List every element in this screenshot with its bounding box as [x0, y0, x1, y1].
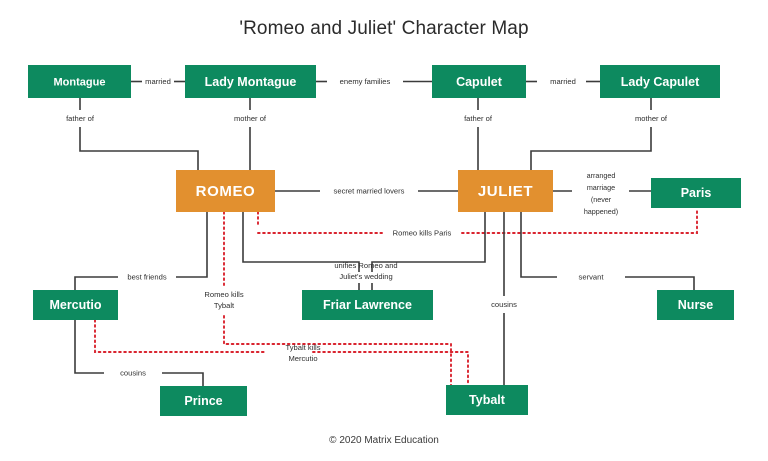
edge-label-romeo-kills-tybalt-line2: Tybalt — [214, 301, 235, 310]
edge-label-arranged-marriage-line4: happened) — [584, 207, 618, 216]
edge-tybalt-kills-mercutio-right — [312, 351, 469, 386]
edge-group-cousins-mercutio-prince: cousins — [74, 320, 204, 386]
edge-label-cousins-juliet-tybalt: cousins — [491, 300, 517, 309]
edge-group-juliet-paris: arranged marriage (never happened) — [553, 171, 651, 216]
node-montague-label: Montague — [54, 76, 106, 88]
edge-servant-right — [625, 276, 695, 290]
node-capulet[interactable]: Capulet — [432, 65, 526, 98]
node-nurse[interactable]: Nurse — [657, 290, 734, 320]
edge-label-married-montague: married — [145, 77, 171, 86]
edge-label-mother-of-romeo: mother of — [234, 114, 267, 123]
edge-label-secret-married-lovers: secret married lovers — [334, 187, 405, 196]
node-romeo-label: ROMEO — [196, 183, 256, 200]
node-lady-capulet-label: Lady Capulet — [621, 75, 700, 89]
edge-label-arranged-marriage-line3: (never — [591, 195, 612, 204]
edge-group-servant: servant — [520, 212, 695, 290]
edge-group-romeo-juliet: secret married lovers — [275, 187, 458, 196]
edge-romeo-kills-paris-right-run — [461, 207, 698, 234]
node-lady-montague-label: Lady Montague — [205, 75, 297, 89]
node-capulet-rect[interactable] — [432, 65, 526, 98]
edge-cousins-prince-left — [74, 320, 104, 374]
node-prince-label: Prince — [184, 394, 222, 408]
edge-group-cousins-juliet-tybalt: cousins — [491, 212, 517, 385]
edge-label-arranged-marriage-line2: marriage — [587, 183, 615, 192]
node-nurse-rect[interactable] — [657, 290, 734, 320]
node-friar-lawrence-label: Friar Lawrence — [323, 298, 412, 312]
node-montague-rect[interactable] — [28, 65, 131, 98]
edge-label-unifies-line1: unifies Romeo and — [334, 261, 397, 270]
edge-label-tybalt-kills-mercutio-line1: Tybalt kills — [285, 343, 320, 352]
edge-label-father-of-romeo: father of — [66, 114, 95, 123]
node-montague[interactable]: Montague — [28, 65, 131, 98]
node-romeo[interactable]: ROMEO — [176, 170, 275, 212]
edge-group-parentage: father of mother of father of mother of — [66, 98, 668, 170]
page-title: 'Romeo and Juliet' Character Map — [239, 18, 528, 39]
node-juliet[interactable]: JULIET — [458, 170, 553, 212]
node-friar-lawrence[interactable]: Friar Lawrence — [302, 290, 433, 320]
node-lady-capulet[interactable]: Lady Capulet — [600, 65, 720, 98]
edge-label-tybalt-kills-mercutio-line2: Mercutio — [288, 354, 317, 363]
node-paris-rect[interactable] — [651, 178, 741, 208]
copyright-footer: © 2020 Matrix Education — [329, 435, 439, 446]
edge-group-romeo-kills-tybalt: Romeo kills Tybalt — [204, 211, 452, 386]
edge-label-father-of-juliet: father of — [464, 114, 493, 123]
edge-best-friends-right — [176, 212, 208, 278]
node-prince[interactable]: Prince — [160, 386, 247, 416]
node-mercutio-label: Mercutio — [49, 298, 101, 312]
edge-best-friends-left — [74, 276, 118, 290]
edge-romeo-friar — [242, 212, 360, 272]
edge-label-romeo-kills-paris: Romeo kills Paris — [393, 229, 452, 238]
edge-romeo-kills-tybalt-lower — [223, 315, 452, 386]
edge-juliet-friar — [371, 212, 486, 272]
edge-label-arranged-marriage-line1: arranged — [587, 171, 616, 180]
node-friar-lawrence-rect[interactable] — [302, 290, 433, 320]
node-lady-montague[interactable]: Lady Montague — [185, 65, 316, 98]
edge-label-unifies-line2: Juliet's wedding — [339, 272, 392, 281]
node-paris[interactable]: Paris — [651, 178, 741, 208]
node-paris-label: Paris — [681, 186, 712, 200]
edge-group-top-row: married enemy families married — [131, 77, 600, 86]
node-mercutio-rect[interactable] — [33, 290, 118, 320]
edge-mother-juliet-seg2 — [530, 127, 652, 170]
node-mercutio[interactable]: Mercutio — [33, 290, 118, 320]
node-romeo-rect[interactable] — [176, 170, 275, 212]
node-lady-montague-rect[interactable] — [185, 65, 316, 98]
edge-tybalt-kills-mercutio-left — [94, 319, 266, 353]
node-tybalt-rect[interactable] — [446, 385, 528, 415]
node-juliet-rect[interactable] — [458, 170, 553, 212]
node-prince-rect[interactable] — [160, 386, 247, 416]
node-tybalt-label: Tybalt — [469, 393, 506, 407]
edge-label-romeo-kills-tybalt-line1: Romeo kills — [204, 290, 243, 299]
edge-group-tybalt-kills-mercutio: Tybalt kills Mercutio — [94, 319, 469, 386]
edge-group-best-friends: best friends — [74, 212, 208, 290]
edge-label-married-capulet: married — [550, 77, 576, 86]
node-lady-capulet-rect[interactable] — [600, 65, 720, 98]
node-tybalt[interactable]: Tybalt — [446, 385, 528, 415]
edge-servant-left — [520, 212, 557, 278]
edge-cousins-prince-right — [162, 372, 204, 386]
edge-group-romeo-kills-paris: Romeo kills Paris — [257, 207, 698, 238]
edge-label-mother-of-juliet: mother of — [635, 114, 668, 123]
edge-label-cousins-mercutio-prince: cousins — [120, 369, 146, 378]
node-capulet-label: Capulet — [456, 75, 503, 89]
edge-label-enemy-families: enemy families — [340, 77, 391, 86]
edge-label-servant: servant — [579, 273, 605, 282]
node-juliet-label: JULIET — [478, 183, 533, 200]
edge-father-romeo-seg2 — [79, 127, 199, 170]
edge-group-friar-lawrence: unifies Romeo and Juliet's wedding — [242, 212, 486, 290]
edge-label-best-friends: best friends — [127, 273, 166, 282]
node-nurse-label: Nurse — [678, 298, 713, 312]
